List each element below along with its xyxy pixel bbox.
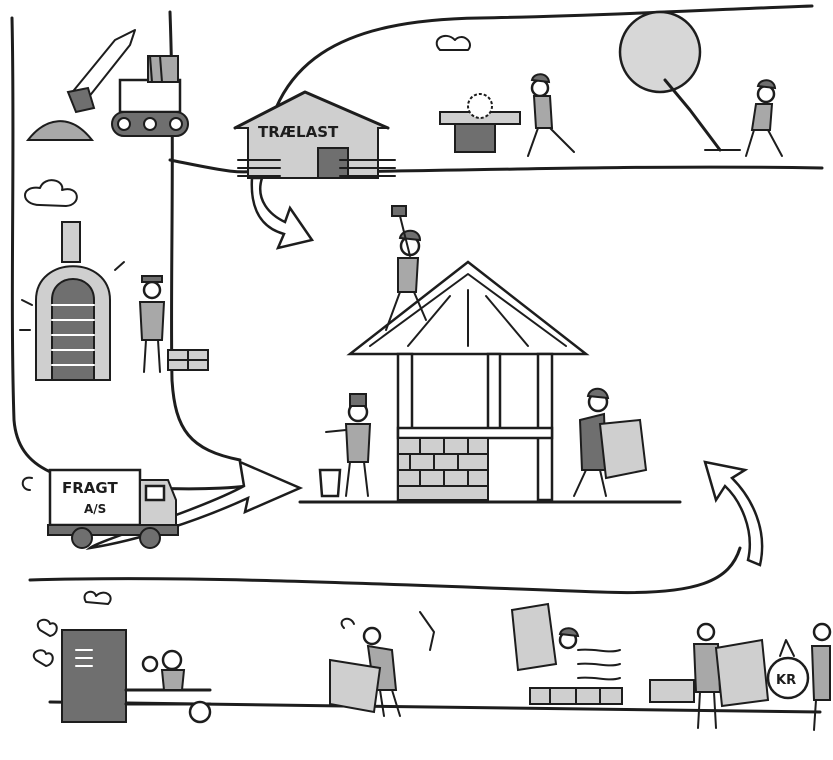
truck-company-label: FRAGT: [62, 479, 118, 497]
smoke-puff: [25, 180, 77, 206]
stacked-boards-worker: [512, 604, 622, 704]
conveyor-line: [126, 651, 210, 722]
lumber-yard-building: TRÆLAST: [235, 92, 395, 178]
worker-carrying-board: [574, 389, 646, 496]
tree-felling-scene: [620, 12, 782, 156]
machine-cabinet: [62, 630, 126, 722]
sawmill-scene: [437, 36, 574, 156]
gravel-pile: [28, 121, 92, 140]
money-bag-label: KR: [776, 673, 796, 688]
top-flow-arrow: [252, 178, 312, 248]
buyer-figure: [812, 624, 830, 730]
bottom-flow-arrow: [705, 462, 762, 565]
brick-kiln: [20, 222, 124, 380]
brick-stack: [168, 350, 208, 370]
lumber-yard-sign: TRÆLAST: [258, 123, 339, 141]
brickmaker-figure: [140, 276, 164, 372]
freight-truck: FRAGT A/S: [23, 470, 178, 548]
worker-with-drill: [330, 612, 434, 716]
truck-company-suffix: A/S: [84, 502, 106, 516]
money-bag: KR: [768, 640, 808, 698]
mason-figure: [320, 394, 370, 496]
